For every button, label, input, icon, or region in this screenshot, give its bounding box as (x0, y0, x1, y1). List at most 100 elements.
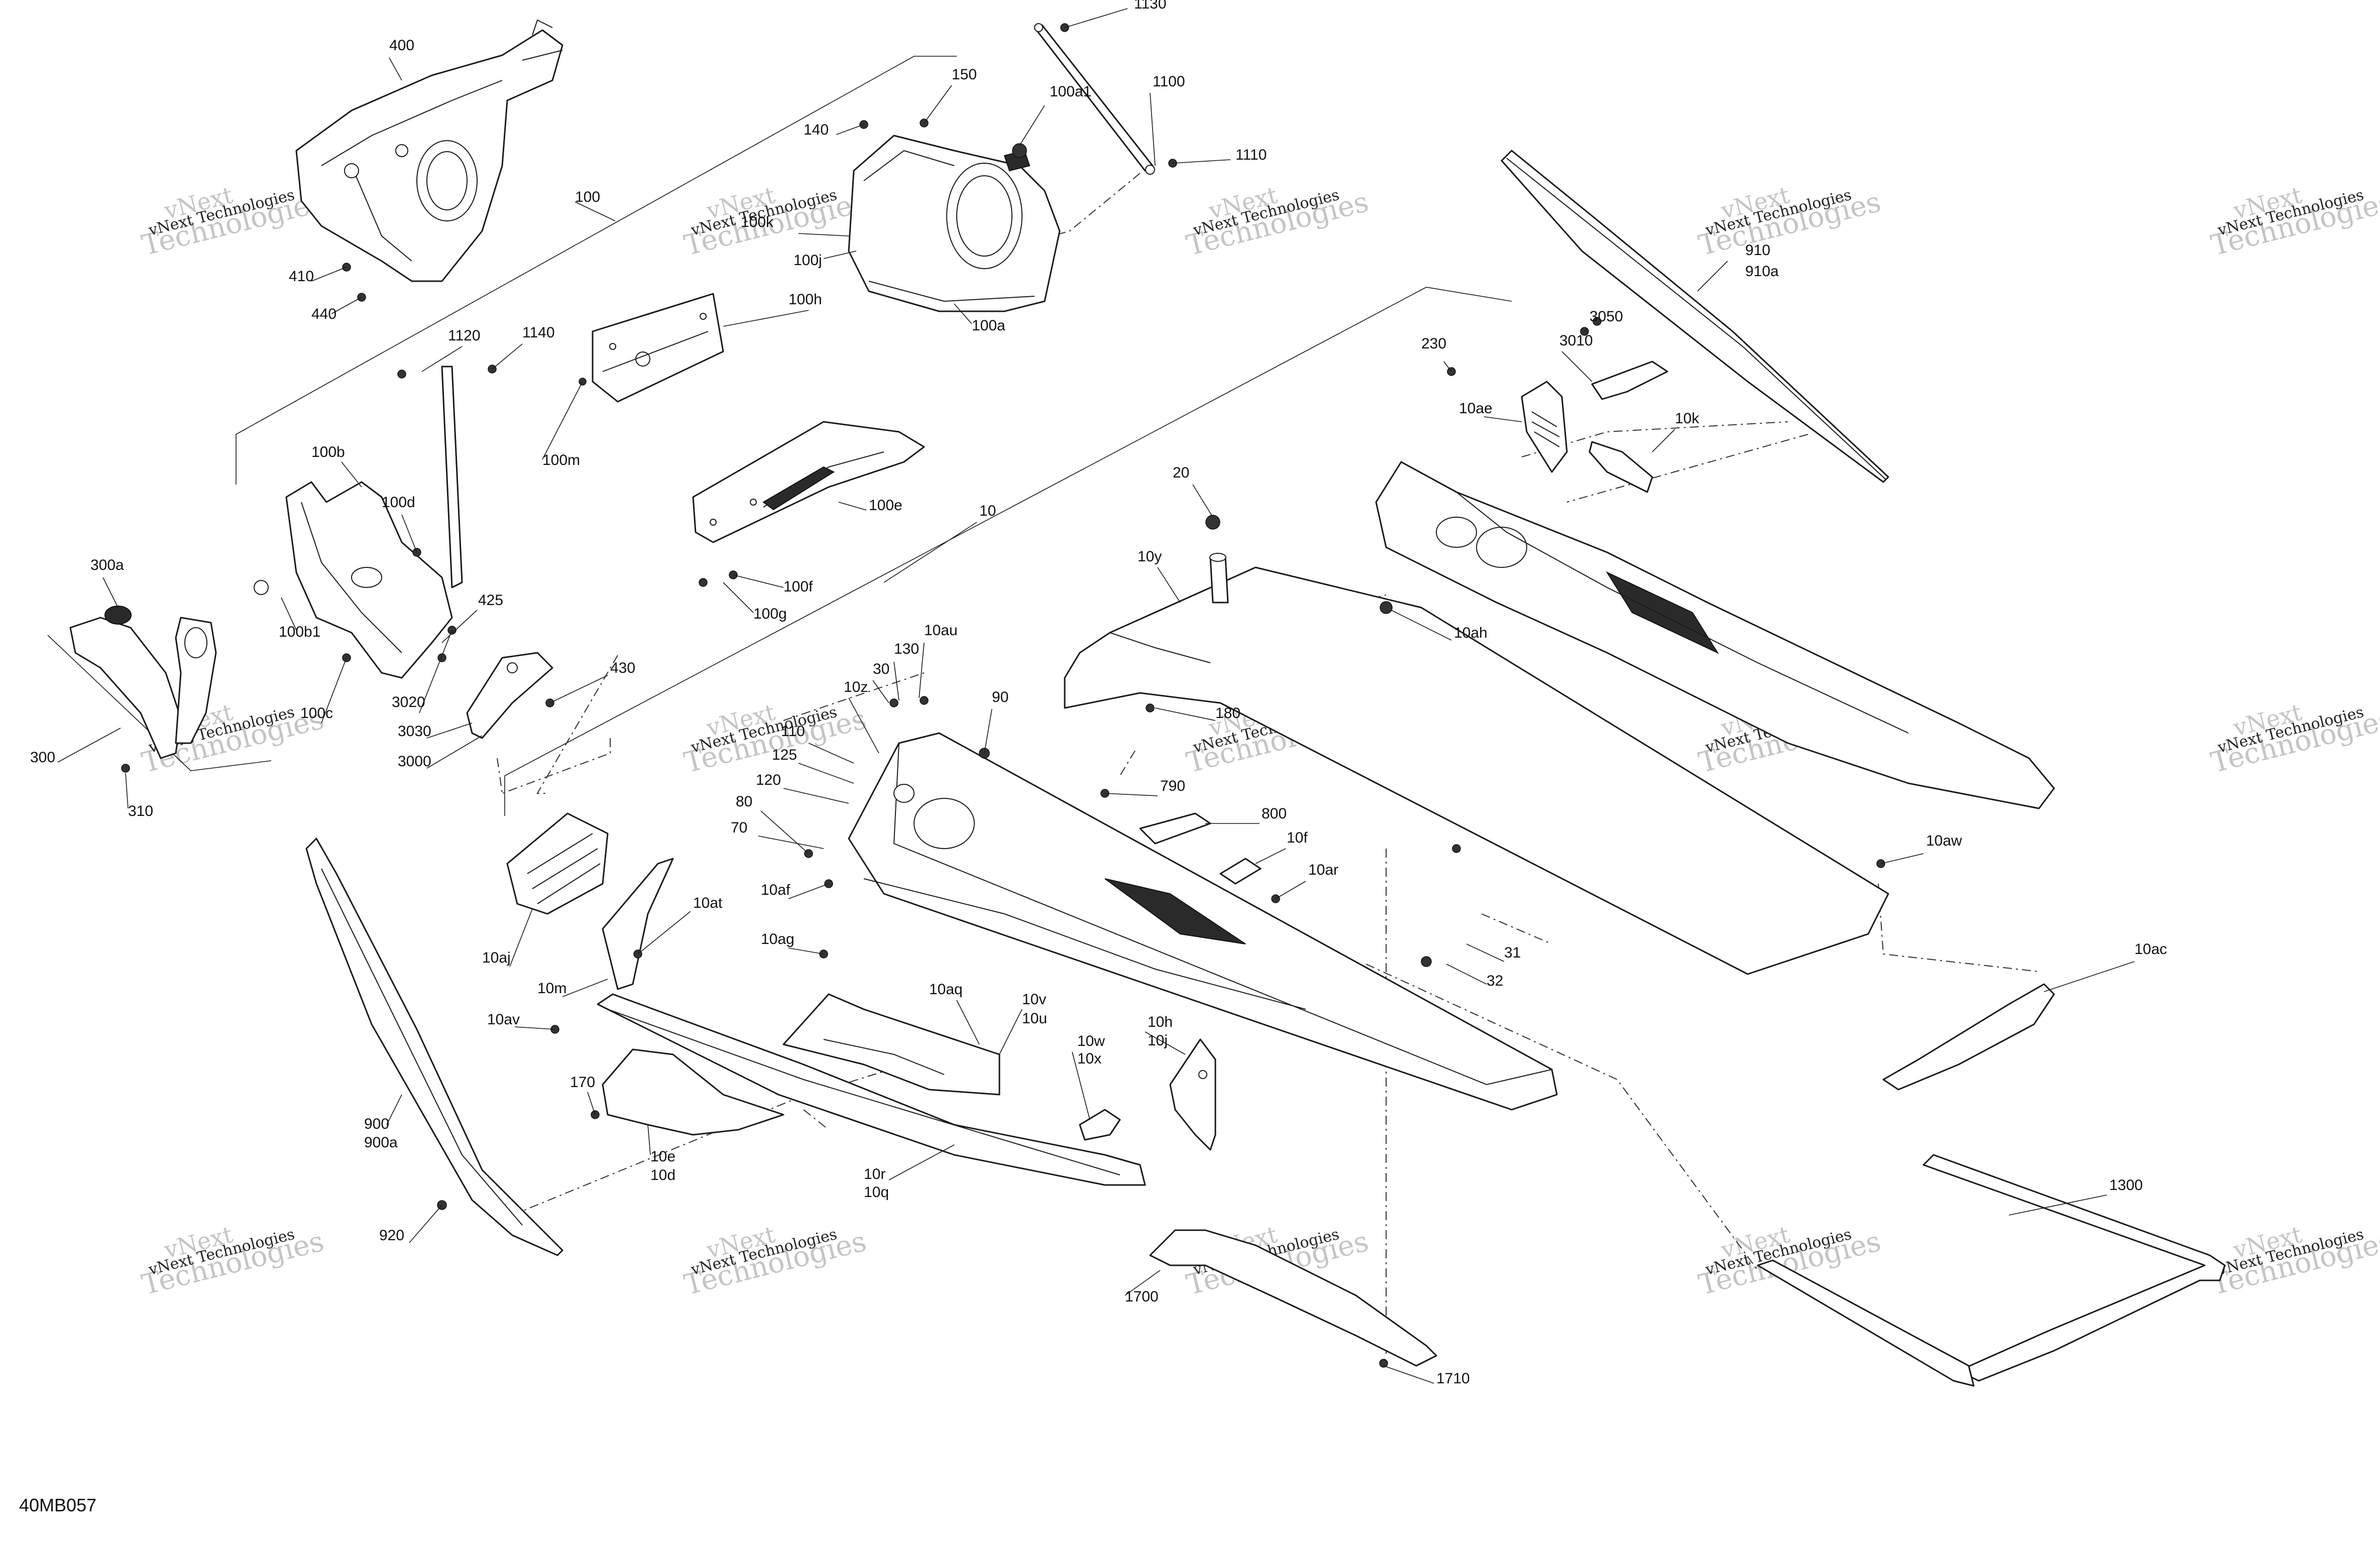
callout-label: 10k (1675, 410, 1699, 427)
callout-label: 300 (30, 749, 55, 766)
callout-label: 170 (570, 1074, 595, 1091)
callout-label: 90 (992, 689, 1008, 705)
part-10e-bracket (602, 1048, 784, 1136)
leader-line (102, 577, 119, 608)
callout-label: 310 (128, 803, 153, 819)
callout-label: 1300 (2109, 1177, 2143, 1194)
leader-line (836, 124, 864, 135)
callout-label: 20 (1173, 464, 1189, 481)
part-10ac-rail (1882, 983, 2055, 1091)
leader-line (386, 1094, 402, 1125)
leader-line (1255, 848, 1286, 864)
leader-line (542, 381, 583, 460)
callout-label: 1130 (1134, 0, 1167, 12)
part-10w-clip (1079, 1109, 1121, 1141)
leader-line (954, 303, 972, 324)
callout-label: 10au (924, 622, 958, 639)
part-800-plate (1139, 812, 1262, 885)
part-100e-bracket (692, 421, 925, 543)
callout-label: 425 (478, 592, 503, 609)
callout-label: 10af (761, 882, 790, 898)
callout-label: 10r (864, 1166, 885, 1182)
callout-label: 80 (736, 793, 752, 810)
leader-line (441, 610, 478, 643)
callout-label: 70 (731, 819, 747, 836)
leader-line (2008, 1195, 2107, 1216)
leader-line (1561, 351, 1593, 382)
callout-label: 180 (1215, 705, 1240, 722)
callout-label: 125 (772, 747, 797, 763)
leader-line (838, 502, 867, 511)
callout-label: 430 (610, 660, 635, 676)
callout-label: 140 (804, 122, 829, 138)
leader-line (389, 57, 402, 81)
part-10m-bracket (602, 858, 674, 990)
callout-label: 10aw (1926, 833, 1962, 849)
callout-label: 10ac (2134, 941, 2167, 958)
part-3000-bracket (466, 652, 553, 739)
callout-label: 3030 (398, 723, 431, 740)
callout-label: 3000 (398, 753, 431, 770)
callout-label: 120 (756, 772, 781, 788)
callout-label: 3020 (392, 694, 425, 710)
callout-label: 100f (783, 578, 813, 595)
leader-line (924, 85, 952, 124)
callout-label: 3010 (1559, 332, 1593, 349)
callout-label: 10j (1148, 1032, 1168, 1049)
callout-label: 440 (311, 306, 336, 322)
part-100a-front-bulkhead (848, 135, 1061, 312)
leader-line (1019, 105, 1045, 146)
leader-line (808, 743, 854, 764)
callout-label: 10w (1077, 1033, 1105, 1049)
leader-line (723, 582, 754, 613)
leader-line (788, 947, 824, 955)
callout-label: 31 (1504, 944, 1521, 961)
part-300-lower-bracket (69, 606, 217, 759)
callout-label: 400 (389, 37, 414, 54)
part-10aj-grille (506, 812, 609, 915)
callout-label: 10q (864, 1184, 889, 1201)
leader-line (1391, 610, 1452, 641)
callout-label: 10ah (1454, 625, 1488, 641)
leader-line (798, 763, 854, 784)
callout-label: 10d (650, 1167, 675, 1183)
callout-label: 1100 (1153, 73, 1185, 90)
part-910-side-rail (1501, 150, 1889, 483)
leader-line (999, 1009, 1023, 1055)
leader-line (788, 883, 829, 899)
leader-line (575, 201, 616, 221)
callout-label: 10ae (1459, 400, 1493, 417)
leader-line (783, 788, 849, 804)
callout-label: 1140 (522, 324, 555, 341)
callout-label: 1700 (1125, 1288, 1159, 1305)
part-1700-rail (1149, 1229, 1437, 1367)
callout-label: 300a (90, 557, 124, 573)
callout-label: 32 (1487, 973, 1503, 989)
callout-label: 100h (788, 291, 822, 308)
callout-label: 3050 (1590, 308, 1623, 325)
callout-label: 10v (1022, 991, 1046, 1008)
part-10aq-rail (782, 993, 1000, 1096)
callout-label: 100j (794, 252, 822, 269)
callout-label: 10x (1077, 1050, 1101, 1067)
callout-label: 10 (979, 503, 996, 519)
leader-line (823, 251, 857, 259)
leader-line (1072, 1051, 1090, 1120)
callout-label: 900 (364, 1116, 389, 1132)
callout-label: 10z (844, 679, 868, 695)
callout-labels: 400100410440150140100a1110011301110100k1… (30, 0, 2167, 1387)
leader-line (321, 657, 347, 724)
callout-label: 100b1 (279, 624, 320, 640)
callout-label: 100 (575, 189, 600, 205)
leader-line (1466, 943, 1505, 962)
part-900-side-panel (305, 838, 563, 1256)
leader-line (733, 574, 784, 588)
